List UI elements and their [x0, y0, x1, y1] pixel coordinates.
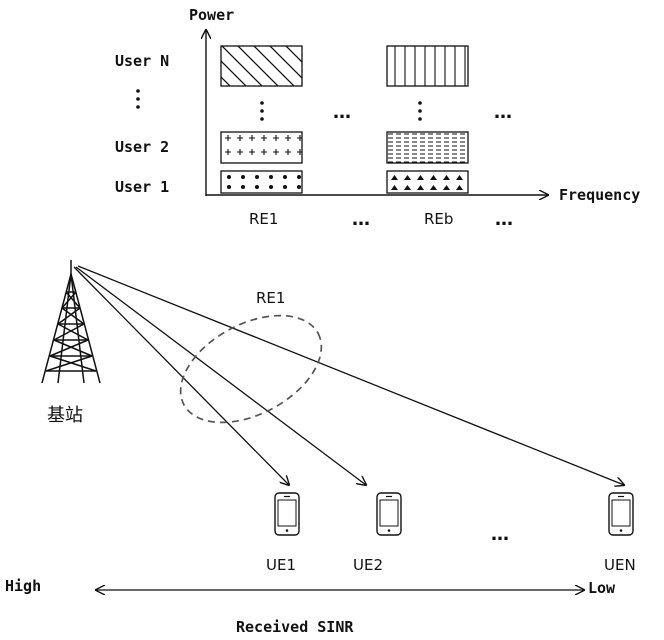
- reb-column: [387, 46, 468, 193]
- ue2-label: UE2: [353, 556, 383, 574]
- re1-group-ellipse: [163, 294, 339, 445]
- re1-vertical-ellipsis: [260, 101, 264, 121]
- ue1-label: UE1: [266, 556, 296, 574]
- re1-user-1-block: [221, 171, 302, 193]
- re1-user-2-block: [221, 132, 302, 163]
- reb-user-1-block: [387, 171, 468, 193]
- base-station-diagram: 基站 RE1 UE1 UE2 … UEN: [5, 260, 636, 636]
- reb-user-2-block: [387, 132, 468, 163]
- label-ellipsis-right: …: [495, 209, 513, 230]
- user-vertical-ellipsis: [136, 89, 140, 109]
- re1-user-n-block: [221, 46, 302, 86]
- base-station-label: 基站: [47, 405, 83, 426]
- chart-ellipsis-right: …: [494, 102, 512, 123]
- power-axis-label: Power: [189, 6, 234, 24]
- re1-group-label: RE1: [256, 289, 285, 307]
- chart-ellipsis-middle: …: [333, 102, 351, 123]
- sinr-low-label: Low: [588, 579, 616, 597]
- phone-icon: [275, 493, 299, 535]
- reb-user-n-block: [387, 46, 468, 86]
- re1-label: RE1: [249, 210, 278, 228]
- frequency-axis-label: Frequency: [559, 186, 640, 204]
- phone-icon: [609, 493, 633, 535]
- sinr-axis-label: Received SINR: [236, 618, 354, 636]
- ue-ellipsis: …: [491, 524, 509, 545]
- user-1-label: User 1: [115, 178, 169, 196]
- reb-label: REb: [424, 210, 453, 228]
- link-to-uen: [78, 266, 624, 485]
- re1-column: [221, 46, 302, 193]
- phone-icon: [377, 493, 401, 535]
- resource-allocation-chart: Power Frequency User N User 2 User 1: [115, 6, 640, 230]
- user-n-label: User N: [115, 52, 169, 70]
- uen-label: UEN: [604, 556, 636, 574]
- user-2-label: User 2: [115, 138, 169, 156]
- link-to-ue2: [76, 267, 366, 485]
- sinr-high-label: High: [5, 577, 41, 595]
- reb-vertical-ellipsis: [418, 101, 422, 121]
- label-ellipsis-middle: …: [352, 209, 370, 230]
